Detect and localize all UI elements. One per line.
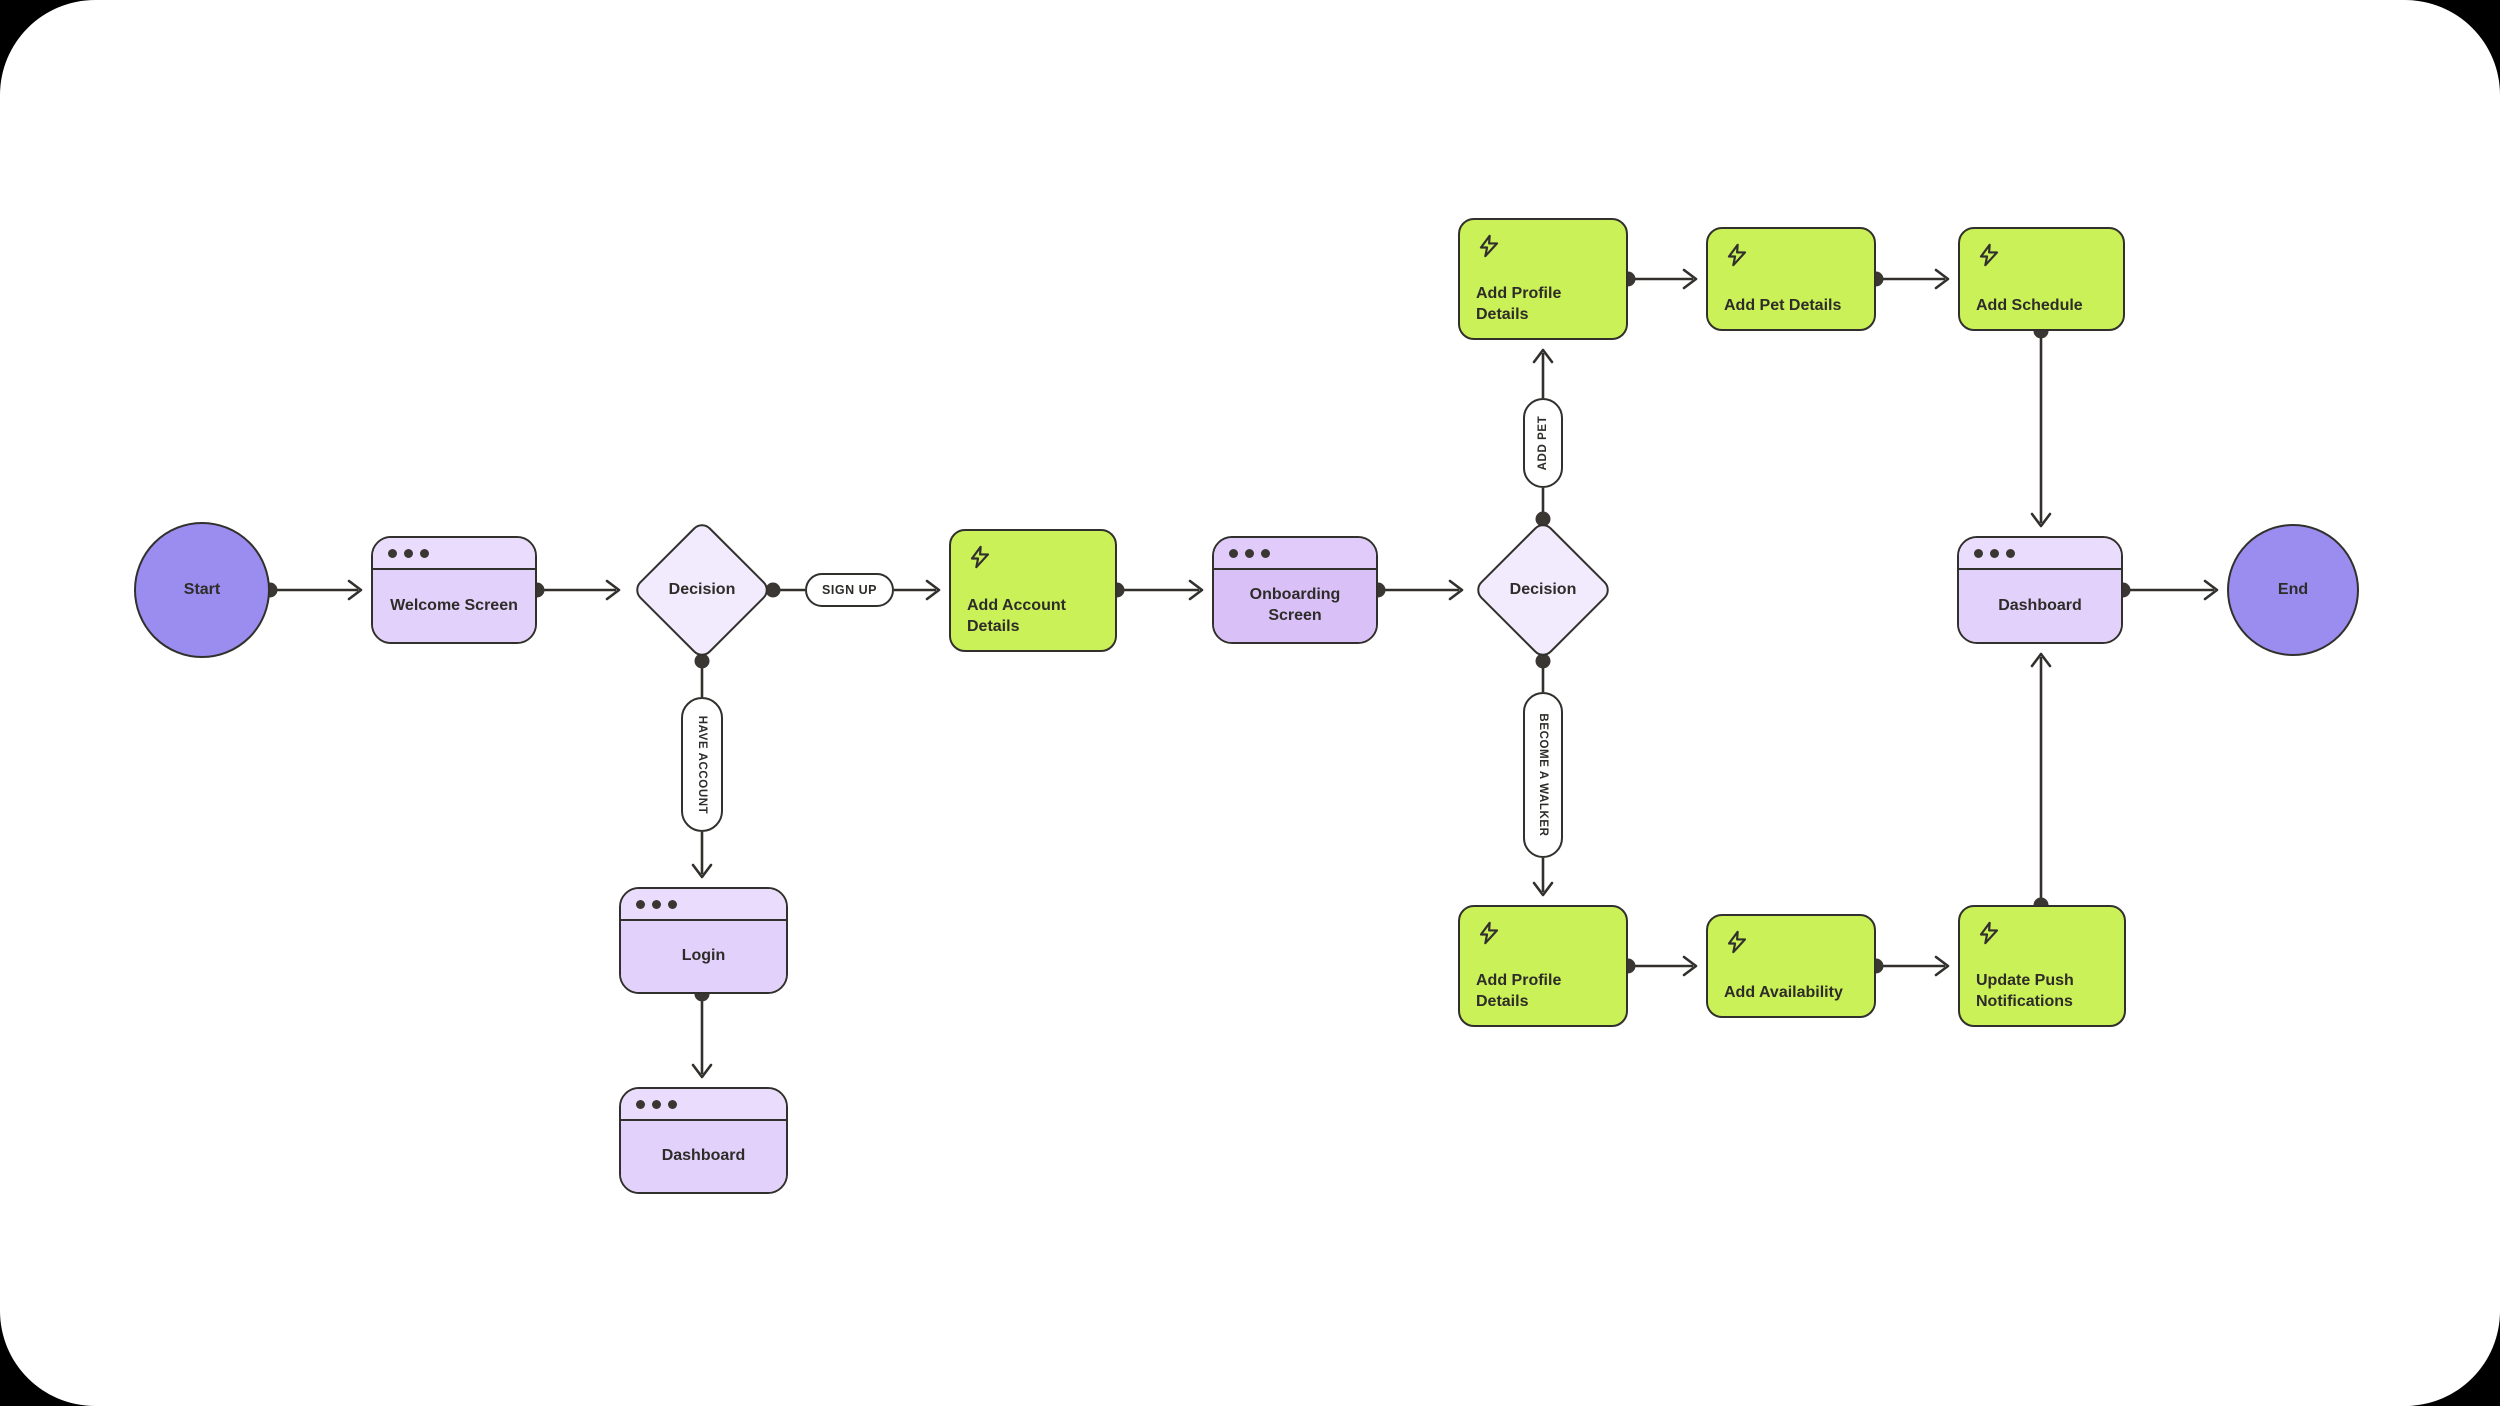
window-header: [621, 1089, 786, 1121]
window-header: [621, 889, 786, 921]
window-dots-icon: [388, 548, 429, 558]
window-body: Dashboard: [1959, 570, 2121, 642]
edge-availability-to-updatepush: [1868, 955, 1950, 977]
node-label: Add Profile Details: [1476, 284, 1562, 323]
lightning-icon: [1727, 930, 1747, 954]
lightning-icon: [1479, 234, 1499, 258]
lightning-icon: [1479, 921, 1499, 945]
edge-label-text: HAVE ACCOUNT: [696, 715, 708, 814]
node-add-account-details[interactable]: Add Account Details: [949, 529, 1117, 652]
node-add-profile-details-owner[interactable]: Add Profile Details: [1458, 218, 1628, 340]
edge-addpetdetails-to-addschedule: [1868, 268, 1950, 290]
node-label: Dashboard: [1998, 596, 2082, 614]
node-label: Add Schedule: [1976, 296, 2083, 314]
node-decision-signup[interactable]: Decision: [631, 519, 773, 661]
node-label: Login: [681, 947, 726, 965]
edge-decision-down-haveaccount: [691, 653, 713, 879]
window-header: [1214, 538, 1376, 570]
window-dots-icon: [636, 899, 677, 909]
node-add-pet-details[interactable]: Add Pet Details: [1706, 227, 1876, 331]
node-end[interactable]: End: [2227, 524, 2359, 656]
edge-updatepush-to-dashboard: [2030, 652, 2052, 913]
edge-addprofile2-to-availability: [1620, 955, 1698, 977]
edge-label-text: BECOME A WALKER: [1537, 713, 1549, 837]
node-label: End: [2277, 580, 2309, 598]
node-label: Welcome Screen: [390, 596, 518, 614]
node-label: Add Availability: [1724, 983, 1843, 1001]
edge-login-to-dashboard: [691, 986, 713, 1079]
lightning-icon: [1979, 243, 1999, 267]
edge-label-have-account[interactable]: HAVE ACCOUNT: [681, 697, 723, 832]
node-start[interactable]: Start: [134, 522, 270, 658]
node-label: Add Pet Details: [1724, 296, 1842, 314]
node-label: Decision: [668, 580, 736, 598]
window-body: Login: [621, 921, 786, 992]
window-body: Dashboard: [621, 1121, 786, 1192]
edge-label-become-a-walker[interactable]: BECOME A WALKER: [1523, 692, 1563, 858]
edge-addprofile-to-addpetdetails: [1620, 268, 1698, 290]
node-login[interactable]: Login: [619, 887, 788, 994]
node-label: Add Profile Details: [1476, 971, 1562, 1010]
edge-label-sign-up[interactable]: SIGN UP: [805, 573, 894, 607]
node-add-availability[interactable]: Add Availability: [1706, 914, 1876, 1018]
node-update-push-notifications[interactable]: Update Push Notifications: [1958, 905, 2126, 1027]
lightning-icon: [1727, 243, 1747, 267]
edge-decision2-down-becomewalker: [1532, 653, 1554, 897]
lightning-icon: [970, 545, 990, 569]
node-label: Dashboard: [661, 1147, 746, 1165]
edge-decision-to-addaccount-signup: [765, 579, 941, 601]
window-dots-icon: [1229, 548, 1270, 558]
node-dashboard-main[interactable]: Dashboard: [1957, 536, 2123, 644]
edge-decision2-up-addpet: [1532, 348, 1554, 527]
edge-label-add-pet[interactable]: ADD PET: [1523, 398, 1563, 488]
edge-addaccount-to-onboarding: [1109, 579, 1204, 601]
window-header: [1959, 538, 2121, 570]
window-body: Onboarding Screen: [1214, 570, 1376, 642]
edge-onboarding-to-decision2: [1370, 579, 1464, 601]
node-add-profile-details-walker[interactable]: Add Profile Details: [1458, 905, 1628, 1027]
node-decision-role[interactable]: Decision: [1472, 519, 1614, 661]
edge-welcome-to-decision: [529, 579, 621, 601]
window-body: Welcome Screen: [373, 570, 535, 642]
edge-dashboard-to-end: [2115, 579, 2219, 601]
node-add-schedule[interactable]: Add Schedule: [1958, 227, 2125, 331]
node-onboarding-screen[interactable]: Onboarding Screen: [1212, 536, 1378, 644]
node-label: Update Push Notifications: [1976, 971, 2074, 1010]
window-header: [373, 538, 535, 570]
node-welcome-screen[interactable]: Welcome Screen: [371, 536, 537, 644]
edge-addschedule-to-dashboard: [2030, 323, 2052, 528]
lightning-icon: [1979, 921, 1999, 945]
edge-label-text: ADD PET: [1537, 415, 1549, 471]
node-label: Onboarding Screen: [1249, 586, 1341, 624]
node-label: Start: [183, 580, 221, 598]
edge-label-text: SIGN UP: [822, 583, 877, 597]
edge-start-to-welcome: [262, 579, 363, 601]
window-dots-icon: [636, 1099, 677, 1109]
window-dots-icon: [1974, 548, 2015, 558]
node-dashboard-login[interactable]: Dashboard: [619, 1087, 788, 1194]
node-label: Decision: [1509, 580, 1577, 598]
node-label: Add Account Details: [967, 596, 1066, 635]
